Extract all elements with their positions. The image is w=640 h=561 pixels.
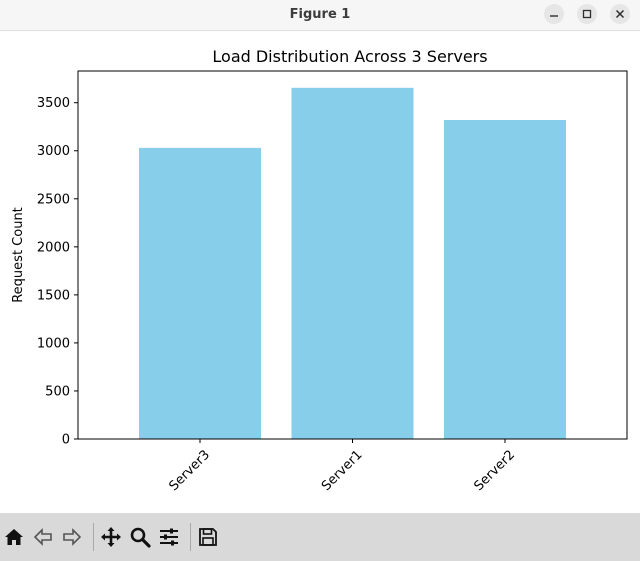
chart-title: Load Distribution Across 3 Servers [212, 47, 487, 66]
bar-chart: 0 500 1000 1500 2000 2500 3000 3500 Server3 Serv… [11, 47, 628, 494]
y-tick-label: 1500 [37, 288, 70, 303]
y-tick-label: 0 [62, 433, 70, 448]
title-bar: Figure 1 [0, 0, 640, 31]
home-icon [5, 529, 23, 545]
forward-button[interactable] [60, 525, 84, 549]
back-button[interactable] [31, 525, 55, 549]
minimize-button[interactable] [544, 4, 564, 24]
y-tick-label: 1000 [37, 336, 70, 351]
home-button[interactable] [2, 525, 26, 549]
x-tick-label-server1: Server1 [319, 447, 366, 494]
back-arrow-icon [33, 528, 52, 546]
bar-server1 [291, 87, 414, 439]
window-title: Figure 1 [289, 7, 351, 22]
save-button[interactable] [196, 525, 220, 549]
configure-subplots-button[interactable] [157, 525, 181, 549]
zoom-icon [130, 527, 151, 548]
bar-server3 [139, 147, 261, 439]
close-button[interactable] [610, 4, 630, 24]
y-tick-label: 2500 [37, 192, 70, 207]
close-icon [615, 9, 625, 19]
maximize-icon [582, 9, 592, 19]
x-tick-label-server2: Server2 [471, 447, 518, 494]
forward-arrow-icon [63, 528, 82, 546]
configure-subplots-icon [160, 528, 178, 546]
maximize-button[interactable] [577, 4, 597, 24]
y-tick-label: 500 [45, 384, 70, 399]
y-tick-label: 3500 [37, 96, 70, 111]
toolbar-separator [93, 523, 94, 551]
save-icon [199, 528, 217, 546]
toolbar [0, 513, 640, 561]
y-axis-label: Request Count [11, 207, 26, 303]
pan-icon [101, 527, 121, 547]
x-tick-label-server3: Server3 [166, 447, 213, 494]
figure-canvas[interactable]: 0 500 1000 1500 2000 2500 3000 3500 Server3 Serv… [0, 31, 640, 513]
pan-button[interactable] [99, 525, 123, 549]
toolbar-separator [190, 523, 191, 551]
minimize-icon [550, 15, 558, 17]
zoom-button[interactable] [128, 525, 152, 549]
y-tick-label: 3000 [37, 144, 70, 159]
bar-server2 [444, 120, 566, 439]
y-tick-label: 2000 [37, 240, 70, 255]
